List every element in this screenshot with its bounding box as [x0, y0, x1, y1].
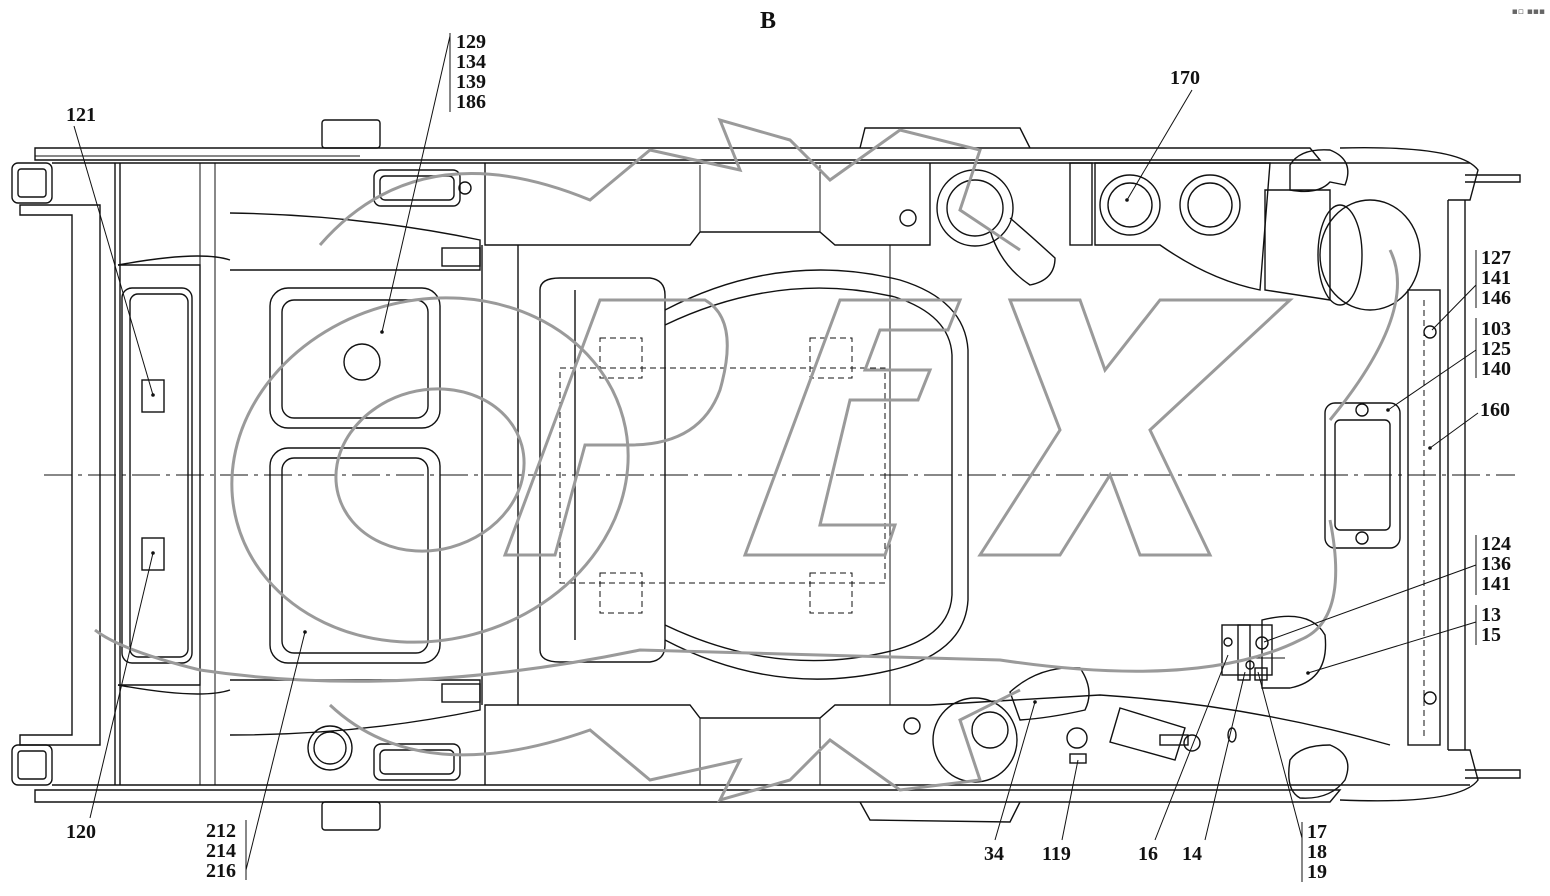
pedal-area — [117, 169, 481, 781]
leader-170 — [1126, 89, 1193, 201]
leader-170-dot — [1125, 198, 1129, 202]
floor-mat-left — [118, 264, 201, 686]
leader-16 — [1154, 654, 1229, 841]
bracket-assembly — [1221, 615, 1327, 689]
callout-212: 212 — [206, 820, 236, 842]
callout-160: 160 — [1480, 399, 1510, 421]
callout-18: 18 — [1307, 841, 1327, 863]
leader-120-dot — [151, 551, 155, 555]
callout-140: 140 — [1481, 358, 1511, 380]
leader-129 — [381, 35, 451, 333]
callout-103: 103 — [1481, 318, 1511, 340]
corner-mark: ▪▫ ▪▪▪ — [1512, 7, 1545, 17]
leader-124 — [1263, 564, 1477, 643]
view-label: В — [760, 8, 776, 34]
rear-panel — [1324, 289, 1441, 746]
leader-212 — [245, 631, 306, 871]
callout-141b: 141 — [1481, 573, 1511, 595]
opex-watermark — [94, 117, 1399, 803]
callout-216: 216 — [206, 860, 236, 882]
leader-160-dot — [1428, 446, 1432, 450]
callout-124: 124 — [1481, 533, 1511, 555]
leader-13-dot — [1306, 671, 1310, 675]
callout-134: 134 — [456, 51, 486, 73]
leader-121 — [73, 125, 154, 396]
callout-119: 119 — [1042, 843, 1071, 865]
leader-129-dot — [380, 330, 384, 334]
callout-186: 186 — [456, 91, 486, 113]
leader-119 — [1061, 759, 1079, 841]
callout-127: 127 — [1481, 247, 1511, 269]
leader-17 — [1257, 671, 1303, 839]
leader-120 — [89, 552, 154, 819]
leader-160 — [1429, 412, 1479, 449]
leader-103 — [1387, 349, 1477, 411]
callout-146: 146 — [1481, 287, 1511, 309]
callout-34: 34 — [984, 843, 1004, 865]
callout-15: 15 — [1481, 624, 1501, 646]
callout-141a: 141 — [1481, 267, 1511, 289]
leader-127 — [1431, 284, 1477, 331]
leader-34-dot — [1033, 700, 1037, 704]
console-bottom — [484, 667, 1391, 785]
callout-14: 14 — [1182, 843, 1202, 865]
callout-13: 13 — [1481, 604, 1501, 626]
leader-103-dot — [1386, 408, 1390, 412]
seat — [481, 245, 969, 705]
callout-121: 121 — [66, 104, 96, 126]
callout-136: 136 — [1481, 553, 1511, 575]
leader-34 — [994, 701, 1036, 841]
leader-212-dot — [303, 630, 307, 634]
callout-16: 16 — [1138, 843, 1158, 865]
callout-17: 17 — [1307, 821, 1327, 843]
callout-214: 214 — [206, 840, 236, 862]
console-top — [484, 162, 1421, 311]
leader-14 — [1204, 671, 1246, 841]
callout-170: 170 — [1170, 67, 1200, 89]
callout-120: 120 — [66, 821, 96, 843]
callout-139: 139 — [456, 71, 486, 93]
leader-121-dot — [151, 393, 155, 397]
callout-125: 125 — [1481, 338, 1511, 360]
callout-19: 19 — [1307, 861, 1327, 883]
leader-13 — [1307, 621, 1477, 674]
callout-129: 129 — [456, 31, 486, 53]
